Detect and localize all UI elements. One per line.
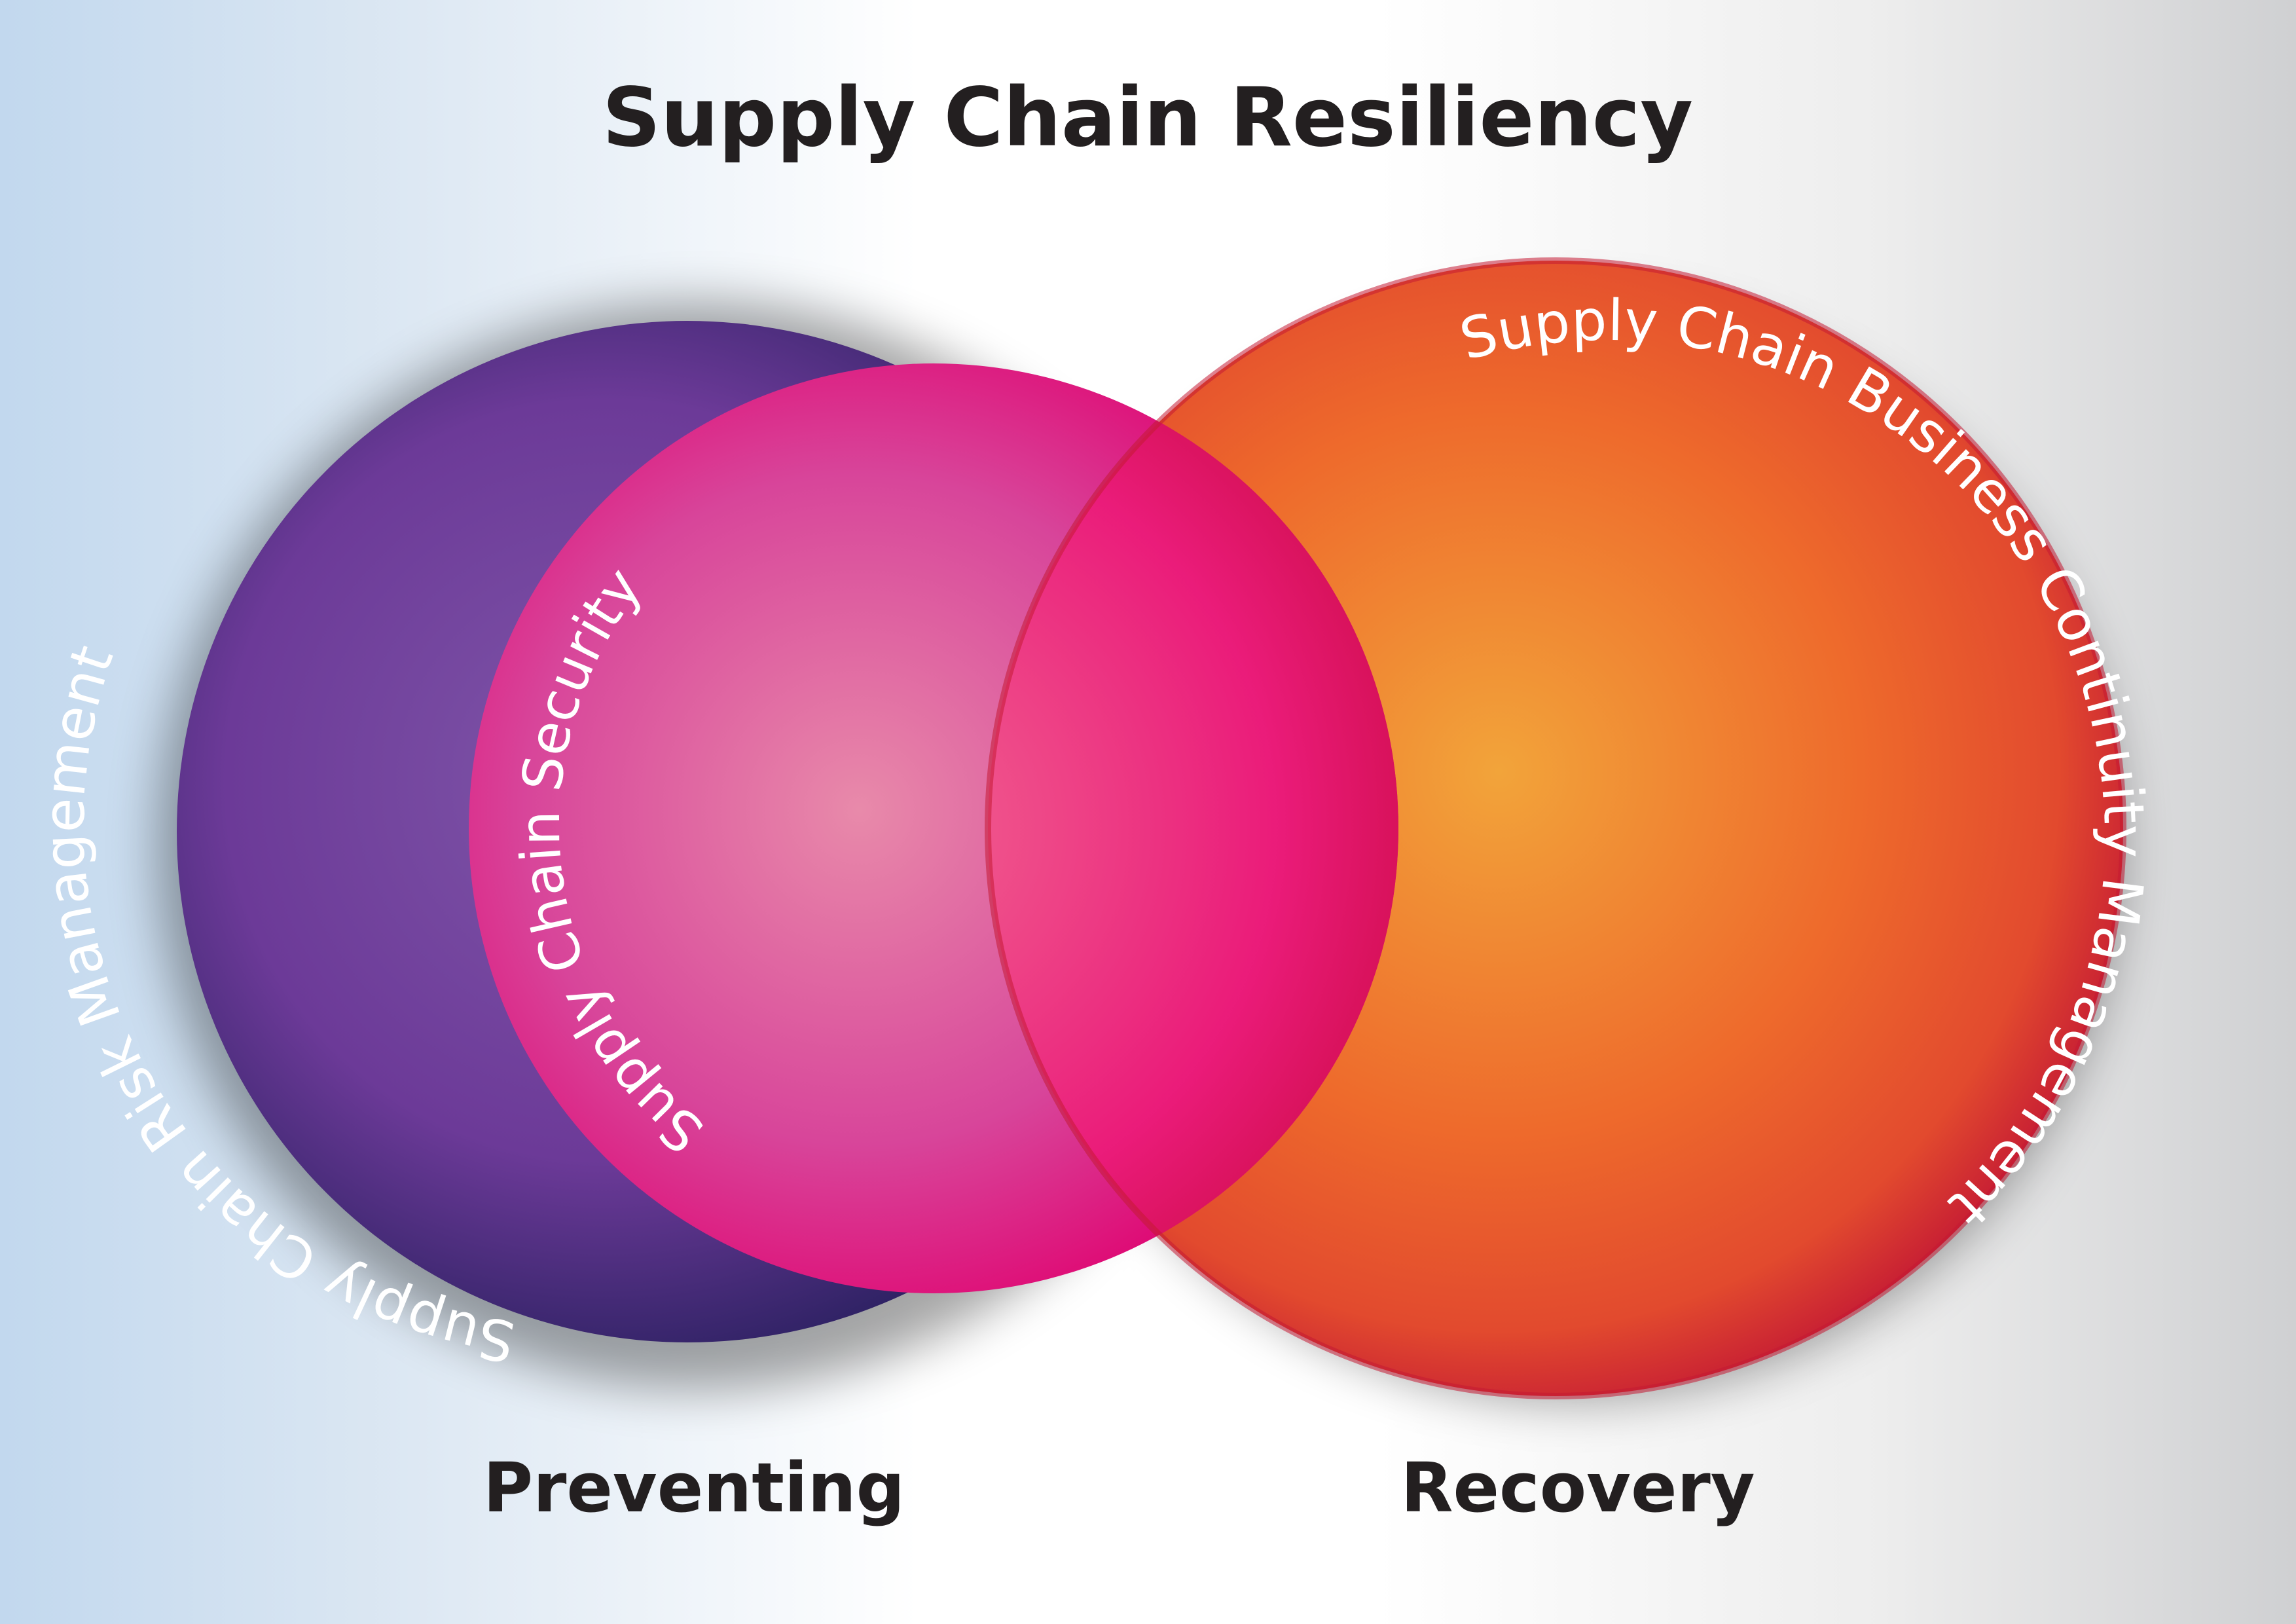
recovery-label: Recovery: [1400, 1448, 1755, 1528]
preventing-label: Preventing: [483, 1448, 905, 1528]
continuity-outline: [985, 257, 2126, 1399]
diagram-title: Supply Chain Resiliency: [602, 71, 1693, 165]
overlap-region: [988, 363, 1398, 1293]
